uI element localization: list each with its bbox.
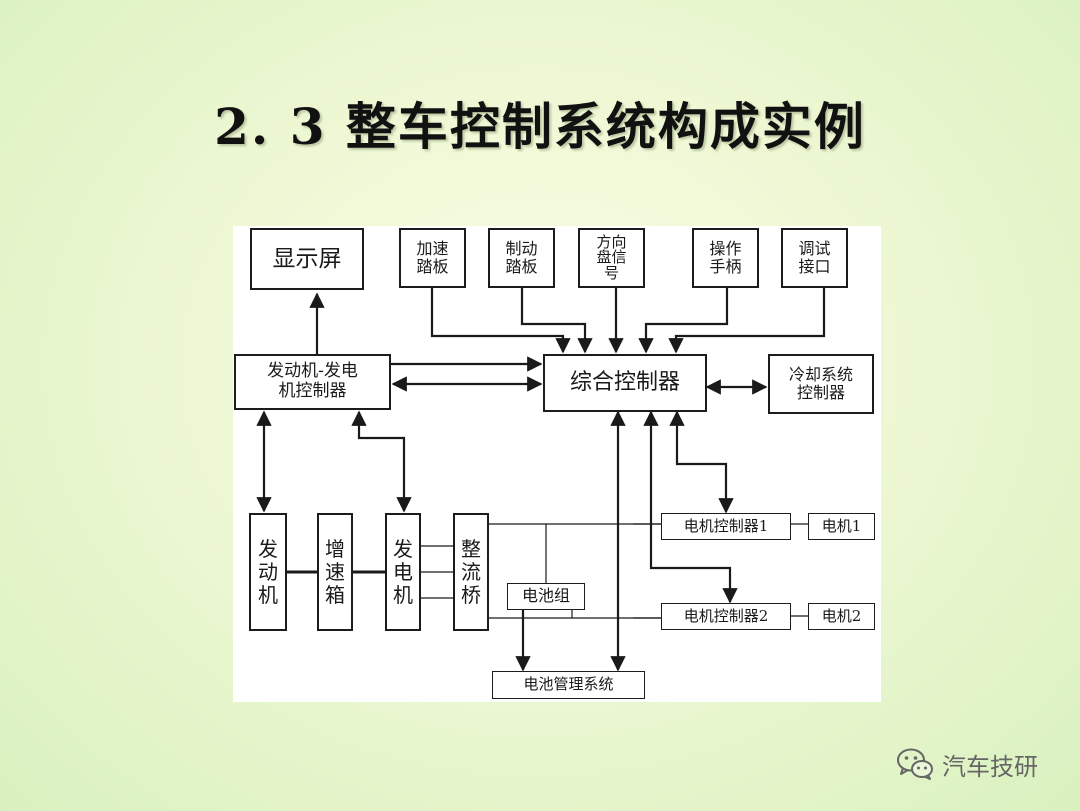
rectifier-bridge-box: 整 流 桥 xyxy=(453,513,489,631)
motor-controller-1-box: 电机控制器1 xyxy=(661,513,791,540)
steering-signal-box: 方向 盘信 号 xyxy=(578,228,645,288)
brake-pedal-box: 制动 踏板 xyxy=(488,228,555,288)
link-debug-integrated xyxy=(668,288,826,354)
watermark-text: 汽车技研 xyxy=(942,752,1038,781)
battery-pack-box: 电池组 xyxy=(507,583,585,610)
motor-1-box: 电机1 xyxy=(808,513,875,540)
engine-box: 发 动 机 xyxy=(249,513,287,631)
engine-generator-controller-box: 发动机-发电 机控制器 xyxy=(234,354,391,410)
link-handle-integrated xyxy=(638,288,729,354)
integrated-controller-box: 综合控制器 xyxy=(543,354,707,412)
wechat-icon xyxy=(897,748,933,780)
link-accel-integrated xyxy=(430,288,571,354)
handle-box: 操作 手柄 xyxy=(692,228,759,288)
battery-management-system-box: 电池管理系统 xyxy=(492,671,645,699)
slide-title: 2. 3 整车控制系统构成实例 xyxy=(214,97,866,156)
link-integrated-mc2 xyxy=(643,410,738,604)
link-enggen-generator xyxy=(351,410,412,513)
motor-controller-2-box: 电机控制器2 xyxy=(661,603,791,630)
watermark: 汽车技研 xyxy=(896,744,1038,784)
accel-pedal-box: 加速 踏板 xyxy=(399,228,466,288)
cooling-system-controller-box: 冷却系统 控制器 xyxy=(768,354,874,414)
link-integrated-mc1 xyxy=(669,410,734,514)
diagram-connectors xyxy=(256,288,826,672)
gearbox-box: 增 速 箱 xyxy=(317,513,353,631)
display-box: 显示屏 xyxy=(250,228,364,290)
debug-port-box: 调试 接口 xyxy=(781,228,848,288)
generator-box: 发 电 机 xyxy=(385,513,421,631)
control-system-diagram: 显示屏 加速 踏板 制动 踏板 方向 盘信 号 操作 手柄 调试 接口 发动机-… xyxy=(233,226,881,702)
link-brake-integrated xyxy=(520,288,593,354)
motor-2-box: 电机2 xyxy=(808,603,875,630)
